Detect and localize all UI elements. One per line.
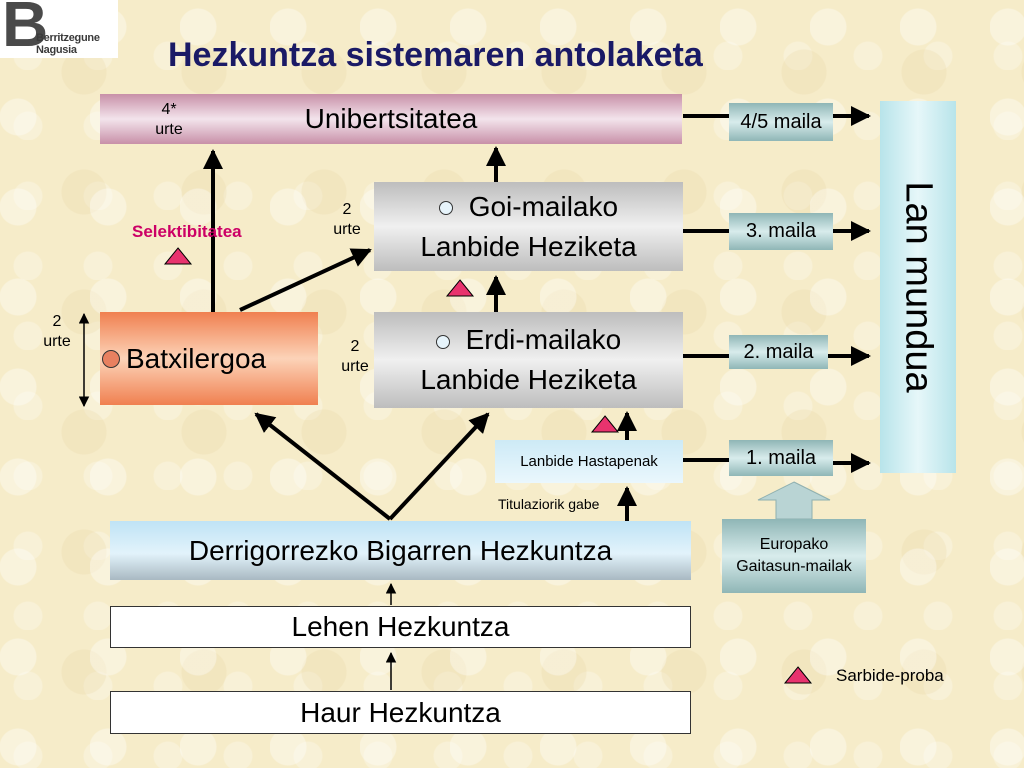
europako-gaitasun-box: Europako Gaitasun-mailak (722, 519, 866, 593)
erdi-mailako-box: Erdi-mailako Lanbide Heziketa (374, 312, 683, 408)
goi-line-2: Lanbide Heziketa (420, 230, 637, 262)
erdi-duration-num: 2 (350, 338, 360, 355)
unibertsitatea-box: Unibertsitatea (100, 94, 682, 144)
lanbide-hastapenak-box: Lanbide Hastapenak (495, 440, 683, 483)
selektibitatea-label: Selektibitatea (132, 222, 242, 241)
batx-duration-unit: urte (43, 333, 71, 350)
arrow-batx-to-goi (239, 248, 372, 312)
europako-line-1: Europako (759, 536, 829, 553)
europako-up-arrow (757, 481, 831, 520)
erdi-duration-unit: urte (341, 358, 369, 375)
sarbide-triangle-goi (445, 279, 475, 297)
maila-1-label: 1. maila (745, 446, 817, 469)
maila-1-box: 1. maila (729, 440, 833, 476)
maila-2-label: 2. maila (743, 340, 814, 363)
maila-45-box: 4/5 maila (729, 103, 833, 141)
batx-bullet-icon (102, 349, 120, 368)
goi-mailako-box: Goi-mailako Lanbide Heziketa (374, 182, 683, 271)
sarbide-triangle-erdi (590, 415, 620, 433)
batx-duration-num: 2 (52, 313, 62, 330)
goi-line-1-text: Goi-mailako (468, 190, 619, 222)
erdi-bullet-icon (435, 334, 450, 349)
goi-duration-num: 2 (342, 201, 352, 218)
erdi-line-1-text: Erdi-mailako (465, 324, 622, 355)
arrow-dbh-to-batx (254, 412, 392, 521)
goi-line-1: Goi-mailako (438, 187, 619, 227)
batxilergoa-box: Batxilergoa (100, 312, 318, 405)
unibertsitatea-label: Unibertsitatea (304, 103, 478, 134)
lehen-hezkuntza-label: Lehen Hezkuntza (291, 611, 510, 642)
lehen-hezkuntza-box: Lehen Hezkuntza (110, 606, 691, 648)
haur-hezkuntza-box: Haur Hezkuntza (110, 691, 691, 734)
uni-duration-unit: urte (155, 121, 183, 138)
dbh-label: Derrigorrezko Bigarren Hezkuntza (188, 534, 613, 566)
maila-2-box: 2. maila (729, 335, 828, 369)
lan-mundua-box: Lan mundua (880, 101, 956, 473)
logo (0, 0, 118, 58)
logo-line-2: Nagusia (36, 44, 77, 56)
titulaziorik-gabe-label: Titulaziorik gabe (498, 496, 600, 512)
uni-duration-num: 4* (161, 101, 177, 118)
erdi-line-2: Lanbide Heziketa (420, 364, 637, 395)
goi-duration-unit: urte (333, 221, 361, 238)
goi-duration: 2 urte (327, 200, 367, 240)
maila-3-label: 3. maila (745, 220, 817, 242)
haur-hezkuntza-label: Haur Hezkuntza (300, 696, 501, 728)
page-title: Hezkuntza sistemaren antolaketa (168, 36, 703, 74)
legend-sarbide-proba-label: Sarbide-proba (836, 666, 944, 685)
dbh-box: Derrigorrezko Bigarren Hezkuntza (110, 521, 691, 580)
lan-mundua-label: Lan mundua (897, 181, 940, 393)
lanbide-hastapenak-label: Lanbide Hastapenak (520, 453, 658, 470)
maila-3-box: 3. maila (729, 213, 833, 250)
batxilergoa-label: Batxilergoa (126, 342, 267, 374)
erdi-duration: 2 urte (335, 337, 375, 377)
logo-letter: B (2, 0, 49, 60)
logo-text: Berritzegune Nagusia (36, 32, 100, 56)
maila-45-label: 4/5 maila (740, 110, 822, 133)
sarbide-triangle-selektibitatea (163, 247, 193, 265)
goi-bullet-icon (438, 201, 453, 216)
logo-line-1: Berritzegune (36, 32, 100, 44)
erdi-line-1: Erdi-mailako (435, 320, 622, 360)
legend-triangle (783, 666, 813, 684)
batx-duration: 2 urte (36, 312, 78, 352)
europako-line-2: Gaitasun-mailak (736, 558, 852, 575)
arrow-dbh-to-erdi (388, 412, 490, 521)
uni-duration: 4* urte (150, 100, 188, 140)
